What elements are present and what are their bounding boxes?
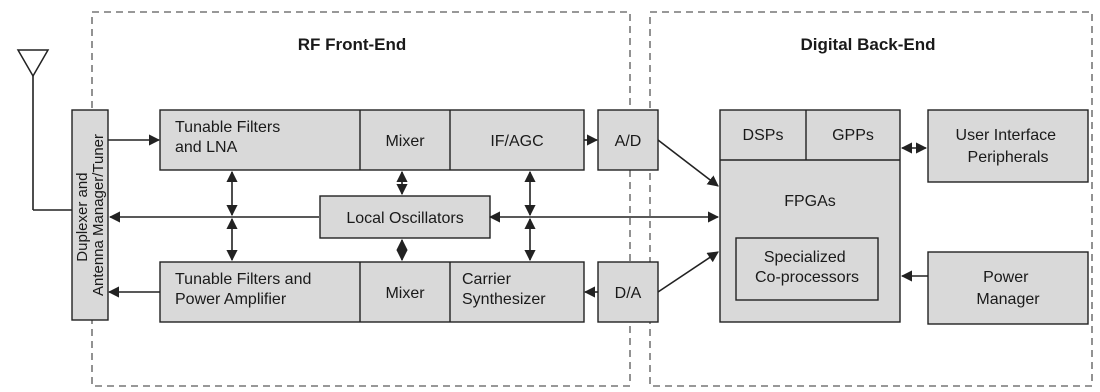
dsps-label: DSPs [743,127,784,144]
tx-chain-block [159,261,585,323]
rx-mixer-label: Mixer [385,133,425,150]
duplexer-label-line2: Antenna Manager/Tuner [90,134,107,296]
ad-to-fpga-arrow [657,139,719,187]
carrier-synthesizer-label: Carrier Synthesizer [462,271,546,308]
connections [107,134,928,298]
local-oscillators-block [319,195,491,239]
duplexer-label-line1: Duplexer and [74,172,91,261]
if-agc-label: IF/AGC [490,133,543,150]
rx-chain-block [159,109,585,171]
user-interface-block [927,109,1089,183]
digital-back-end-region [649,11,1093,387]
tx-filters-label: Tunable Filters and Power Amplifier [175,271,316,308]
tx-mixer-label: Mixer [385,285,425,302]
antenna-icon [16,49,72,211]
duplexer-antenna-manager-block [71,109,109,321]
local-oscillators-label: Local Oscillators [346,210,463,227]
coprocessors-label: Specialized Co-processors [755,249,859,286]
ad-converter-block [597,109,659,171]
da-label: D/A [615,285,642,302]
user-interface-label: User Interface Peripherals [956,127,1061,166]
gpps-label: GPPs [832,127,874,144]
power-manager-label: Power Manager [976,269,1040,308]
rf-front-end-title: RF Front-End [298,35,407,54]
svg-text:Duplexer and Antenna Manag: Duplexer and Antenna Manager/Tuner [74,134,107,296]
fpga-to-da-arrow [657,251,719,293]
ad-label: A/D [615,133,642,150]
digital-back-end-title: Digital Back-End [800,35,935,54]
power-manager-block [927,251,1089,325]
rx-filters-label: Tunable Filters and LNA [175,119,285,156]
fpgas-label: FPGAs [784,193,836,210]
coprocessors-block [735,237,879,301]
